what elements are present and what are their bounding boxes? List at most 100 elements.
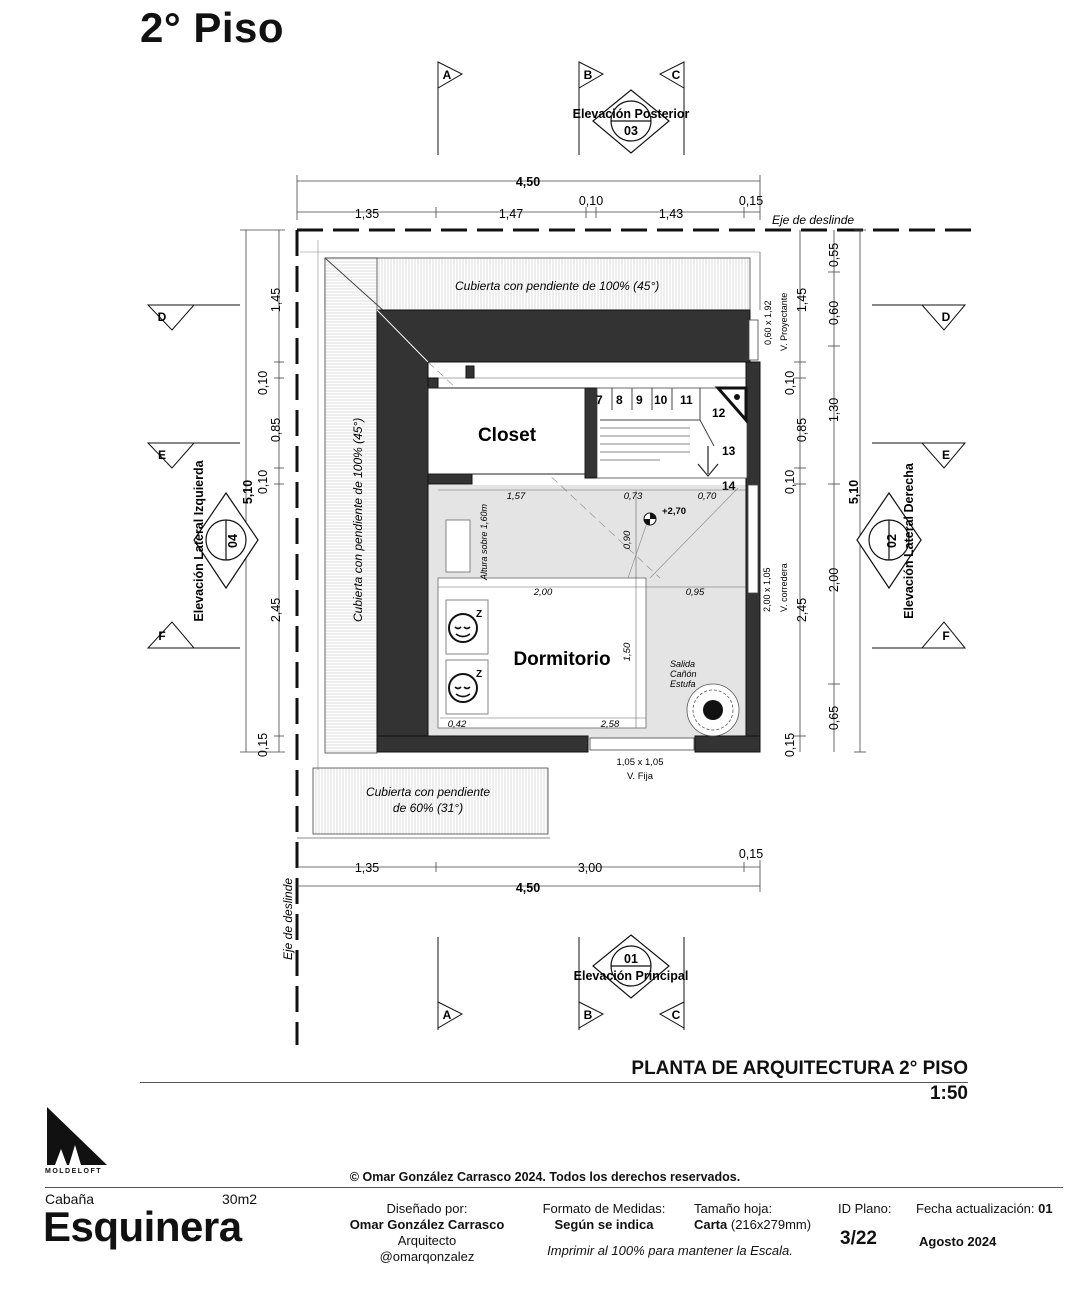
dormitorio-label: Dormitorio <box>513 649 610 670</box>
format-label: Formato de Medidas: <box>542 1201 666 1216</box>
roof-top <box>324 257 751 311</box>
elev-right-num: 02 <box>885 534 899 548</box>
salida-2: Cañón <box>670 669 697 679</box>
dim-ri-4: 0,10 <box>783 470 797 494</box>
salida-3: Estufa <box>670 679 696 689</box>
v-fija: V. Fija <box>627 771 654 782</box>
dim-258: 2,58 <box>600 719 620 730</box>
dim-left-4: 0,10 <box>256 470 270 494</box>
plan-scale: 1:50 <box>929 1083 968 1104</box>
sheet-value: Carta <box>694 1217 728 1232</box>
dim-090: 0,90 <box>622 530 633 549</box>
level-marker <box>643 512 657 526</box>
dim-r-4: 2,00 <box>827 568 841 592</box>
id-value: 3/22 <box>840 1228 877 1249</box>
dim-157: 1,57 <box>507 491 526 502</box>
dim-right-total: 5,10 <box>847 480 861 504</box>
roof-bottom-label-1: Cubierta con pendiente <box>366 785 490 799</box>
roof-left <box>324 257 386 754</box>
marker-a-top: A <box>443 68 452 82</box>
step-11: 11 <box>680 393 693 407</box>
step-7: 7 <box>596 393 603 407</box>
dim-top-1: 1,35 <box>355 207 379 221</box>
step-10: 10 <box>654 393 668 407</box>
marker-f-right: F <box>942 629 949 643</box>
elevation-markers <box>193 89 922 999</box>
dim-r-2: 0,60 <box>827 301 841 325</box>
dim-ri-3: 0,85 <box>795 418 809 442</box>
date-rev: 01 <box>1038 1201 1053 1216</box>
dim-left-2: 0,10 <box>256 371 270 395</box>
salida-1: Salida <box>670 659 695 669</box>
svg-text:Z: Z <box>476 609 482 620</box>
v-proyectante-size: 0,60 x 1,92 <box>763 300 773 345</box>
marker-c-top: C <box>672 68 681 82</box>
dim-r-1: 0,55 <box>827 243 841 267</box>
dim-left-total: 5,10 <box>241 480 255 504</box>
closet-room <box>427 387 586 475</box>
elev-left-label: Elevación Lateral Izquierda <box>192 459 206 621</box>
sleep-icon-1: Z <box>448 609 482 643</box>
v-corredera-size: 2,00 x 1,05 <box>762 567 772 612</box>
eje-label-top: Eje de deslinde <box>772 213 854 227</box>
level-label: +2,70 <box>662 506 686 517</box>
project-name: Esquinera <box>43 1203 242 1250</box>
dim-left-5: 2,45 <box>269 598 283 622</box>
date-block: Fecha actualización: 01 <box>916 1201 1053 1217</box>
marker-a-bot: A <box>443 1008 452 1022</box>
dim-150: 1,50 <box>622 642 633 661</box>
stair-numbers: 7 8 9 10 11 12 13 14 <box>596 393 736 493</box>
dim-left-3: 0,85 <box>269 418 283 442</box>
date-value: Agosto 2024 <box>919 1234 997 1249</box>
page-title: 2° Piso <box>140 4 285 51</box>
elev-bottom-label: Elevación Principal <box>574 969 689 983</box>
dim-left-6: 0,15 <box>256 733 270 757</box>
dim-070: 0,70 <box>698 491 717 502</box>
dim-ri-2: 0,10 <box>783 371 797 395</box>
roof-left-label: Cubierta con pendiente de 100% (45°) <box>351 418 365 622</box>
dim-top-4: 1,43 <box>659 207 683 221</box>
dim-200: 2,00 <box>533 587 553 598</box>
stove-icon <box>686 683 740 737</box>
designer-role: Arquitecto <box>397 1233 457 1248</box>
floor-plan-drawing: Eje de deslinde Eje de deslinde Cubierta… <box>146 61 975 1045</box>
step-14: 14 <box>722 479 736 493</box>
brand-name: MOLDELOFT <box>45 1168 103 1175</box>
step-12: 12 <box>712 406 726 420</box>
staircase <box>596 386 748 479</box>
elev-right-label: Elevación Lateral Derecha <box>902 462 916 619</box>
dim-bot-total: 4,50 <box>516 881 540 895</box>
marker-b-top: B <box>584 68 593 82</box>
format-value: Según se indica <box>554 1217 654 1232</box>
print-note: Imprimir al 100% para mantener la Escala… <box>547 1243 793 1258</box>
closet-label: Closet <box>478 425 537 446</box>
footer-rule <box>45 1187 1063 1188</box>
section-markers <box>146 61 967 1030</box>
dim-042: 0,42 <box>448 719 467 730</box>
marker-b-bot: B <box>584 1008 593 1022</box>
copyright: © Omar González Carrasco 2024. Todos los… <box>349 1170 741 1184</box>
designed-block: Diseñado por: Omar González Carrasco Arq… <box>335 1201 519 1265</box>
date-label: Fecha actualización: <box>916 1201 1035 1216</box>
id-label: ID Plano: <box>838 1201 892 1216</box>
designer-handle: @omarqonzalez <box>379 1249 475 1264</box>
sheet-size: (216x279mm) <box>730 1217 812 1232</box>
dim-r-3: 1,30 <box>827 398 841 422</box>
marker-f-left: F <box>158 629 165 643</box>
dim-r-5: 0,65 <box>827 706 841 730</box>
v-corredera: V. corredera <box>779 563 789 612</box>
window-proyectante <box>748 319 759 361</box>
marker-d-right: D <box>942 310 951 324</box>
roof-bottom-label-2: de 60% (31°) <box>393 801 463 815</box>
marker-e-right: E <box>942 448 950 462</box>
project-type: Cabaña <box>45 1191 95 1207</box>
eje-label-bottom: Eje de deslinde <box>281 878 295 960</box>
project-area: 30m2 <box>222 1191 258 1207</box>
v-proyectante: V. Proyectante <box>779 293 789 351</box>
nightstand <box>445 519 471 573</box>
dim-ri-1: 1,45 <box>795 288 809 312</box>
elev-left-num: 04 <box>226 534 240 548</box>
dim-top-3: 0,10 <box>579 194 603 208</box>
marker-c-bot: C <box>672 1008 681 1022</box>
dim-left-1: 1,45 <box>269 288 283 312</box>
